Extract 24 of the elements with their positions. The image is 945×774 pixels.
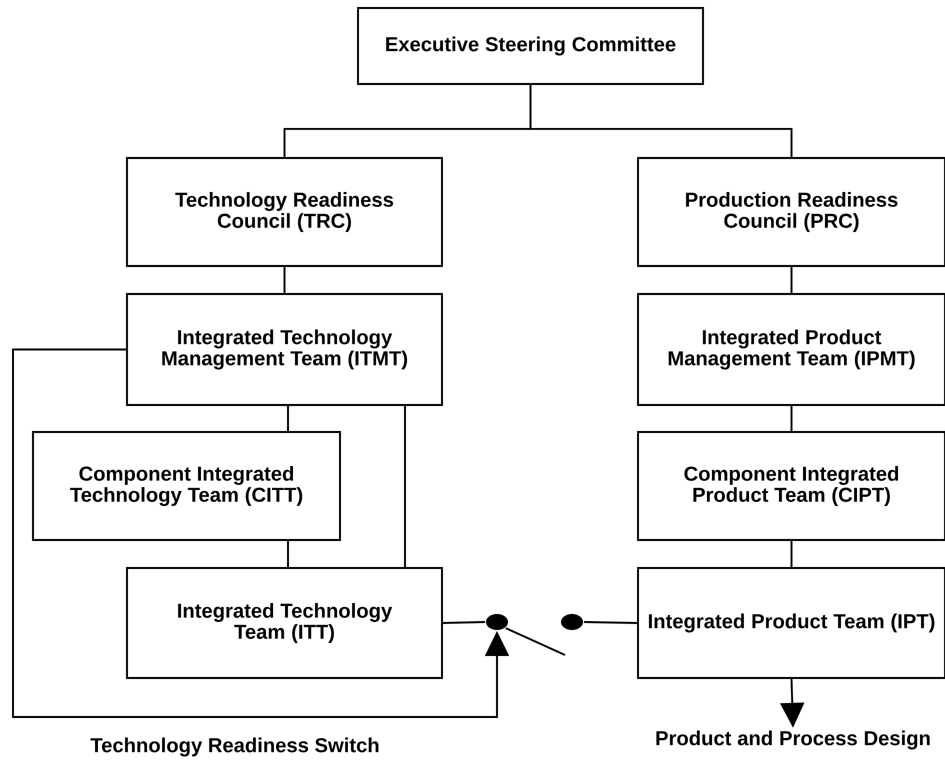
team-box: Component Integrated Product Team (CIPT) (637, 431, 945, 541)
team-box: Executive Steering Committee (357, 7, 704, 85)
switch-blade (505, 627, 566, 656)
connector-line (442, 621, 486, 624)
connector-line (790, 540, 792, 568)
connector-line (790, 266, 792, 294)
switch-label: Technology Readiness Switch (90, 738, 378, 756)
team-box: Integrated Product Team (IPT) (637, 567, 945, 679)
switch-contact (486, 614, 508, 630)
team-box: Production Readiness Council (PRC) (637, 157, 945, 267)
team-box: Integrated Product Management Team (IPMT) (637, 293, 945, 406)
output-label: Product and Process Design (656, 730, 930, 750)
connector-line (530, 84, 792, 158)
team-box: Component Integrated Technology Team (CITT) (32, 431, 341, 541)
switch-contact (561, 614, 583, 630)
team-box: Technology Readiness Council (TRC) (126, 157, 443, 267)
connector-line (287, 540, 289, 568)
connector-line (287, 406, 289, 432)
team-box: Integrated Technology Management Team (ITMT) (126, 293, 443, 406)
connector-line (284, 266, 286, 294)
connector-line (584, 621, 638, 624)
team-box: Integrated Technology Team (ITT) (126, 567, 443, 679)
connector-line (404, 406, 406, 568)
connector-line (790, 406, 792, 432)
